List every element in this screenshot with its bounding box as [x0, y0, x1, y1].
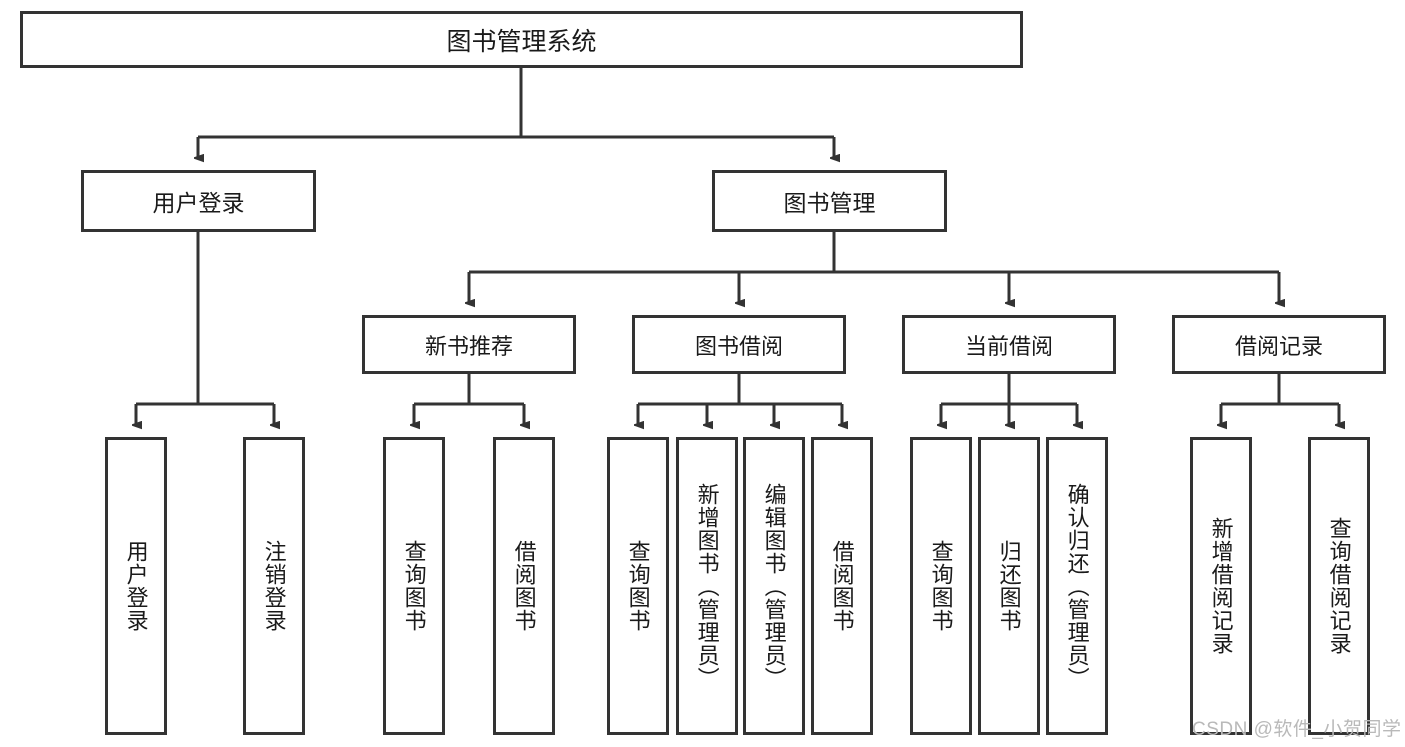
node-label: 借阅图书 — [829, 540, 855, 632]
watermark-text: CSDN @软件_小贺同学 — [1192, 719, 1402, 740]
node-label: 查询图书 — [401, 540, 427, 632]
leaf-user-login-login[interactable]: 用户登录 — [105, 437, 167, 735]
node-label: 新书推荐 — [424, 333, 513, 359]
leaf-new-book-query-books[interactable]: 查询图书 — [383, 437, 445, 735]
node-label: 用户登录 — [152, 190, 245, 216]
node-label: 编辑图书（管理员） — [761, 482, 787, 690]
node-label: 注销登录 — [261, 540, 287, 632]
leaf-current-borrow-return-books[interactable]: 归还图书 — [978, 437, 1040, 735]
leaf-book-borrow-add-book-admin[interactable]: 新增图书（管理员） — [676, 437, 738, 735]
leaf-user-login-logout[interactable]: 注销登录 — [243, 437, 305, 735]
node-label: 归还图书 — [996, 540, 1022, 632]
leaf-new-book-borrow-books[interactable]: 借阅图书 — [493, 437, 555, 735]
node-label: 借阅记录 — [1234, 333, 1323, 359]
node-new-book-recommendation[interactable]: 新书推荐 — [362, 315, 576, 374]
node-label: 新增图书（管理员） — [694, 482, 720, 690]
node-label: 图书管理 — [783, 190, 876, 216]
node-root-library-system[interactable]: 图书管理系统 — [20, 11, 1023, 68]
leaf-borrow-record-add-record[interactable]: 新增借阅记录 — [1190, 437, 1252, 735]
node-label: 查询借阅记录 — [1326, 517, 1352, 655]
leaf-current-borrow-query-books[interactable]: 查询图书 — [910, 437, 972, 735]
node-label: 用户登录 — [123, 540, 149, 632]
node-label: 查询图书 — [625, 540, 651, 632]
node-label: 当前借阅 — [964, 333, 1053, 359]
node-book-borrowing[interactable]: 图书借阅 — [632, 315, 846, 374]
node-borrowing-record[interactable]: 借阅记录 — [1172, 315, 1386, 374]
node-label: 图书管理系统 — [446, 27, 597, 56]
leaf-book-borrow-query-books[interactable]: 查询图书 — [607, 437, 669, 735]
leaf-book-borrow-borrow-books[interactable]: 借阅图书 — [811, 437, 873, 735]
node-label: 借阅图书 — [511, 540, 537, 632]
leaf-borrow-record-query-record[interactable]: 查询借阅记录 — [1308, 437, 1370, 735]
node-label: 查询图书 — [928, 540, 954, 632]
leaf-book-borrow-edit-book-admin[interactable]: 编辑图书（管理员） — [743, 437, 805, 735]
node-user-login[interactable]: 用户登录 — [81, 170, 316, 232]
node-current-borrowing[interactable]: 当前借阅 — [902, 315, 1116, 374]
node-label: 图书借阅 — [694, 333, 783, 359]
leaf-current-borrow-confirm-return-admin[interactable]: 确认归还（管理员） — [1046, 437, 1108, 735]
node-book-management[interactable]: 图书管理 — [712, 170, 947, 232]
node-label: 确认归还（管理员） — [1064, 482, 1090, 690]
node-label: 新增借阅记录 — [1208, 517, 1234, 655]
